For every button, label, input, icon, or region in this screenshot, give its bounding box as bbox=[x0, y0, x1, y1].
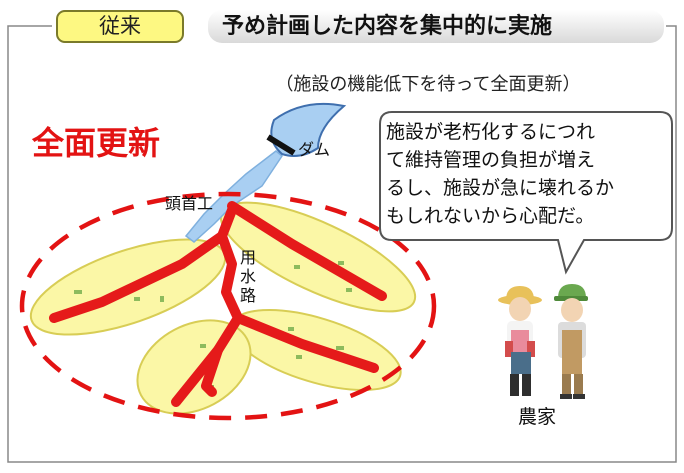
speech-line: もしれないから心配だ。 bbox=[386, 205, 595, 227]
headworks-label: 頭首工 bbox=[165, 194, 214, 213]
speech-line: 施設が老朽化するにつれ bbox=[386, 121, 596, 143]
dam-label: ダム bbox=[298, 140, 331, 159]
header-title: 予め計画した内容を集中的に実施 bbox=[208, 10, 664, 43]
dam-wall bbox=[266, 134, 296, 156]
canal-east bbox=[233, 313, 379, 373]
speech-bubble bbox=[379, 111, 673, 275]
renewal-label: 全面更新 bbox=[32, 124, 161, 162]
farmers-label: 農家 bbox=[518, 406, 557, 428]
conventional-tag: 従来 bbox=[56, 10, 184, 43]
river bbox=[184, 150, 283, 243]
speech-line: て維持管理の負担が増え bbox=[386, 149, 596, 171]
canal-south-branch bbox=[201, 345, 223, 397]
farmer-woman bbox=[498, 286, 542, 396]
canal-northeast bbox=[227, 201, 387, 301]
canal-label: 用 水 路 bbox=[239, 248, 256, 305]
speech-text: 施設が老朽化するにつれ て維持管理の負担が増え るし、施設が急に壊れるか もしれ… bbox=[386, 118, 666, 230]
speech-line: るし、施設が急に壊れるか bbox=[386, 177, 615, 199]
canal-west bbox=[49, 231, 227, 323]
farmer-man bbox=[554, 284, 588, 399]
canal-network bbox=[49, 201, 387, 407]
frame-border bbox=[7, 25, 677, 463]
reservoir bbox=[270, 102, 347, 157]
renewal-area-outline bbox=[19, 191, 437, 421]
subtitle: （施設の機能低下を待って全面更新） bbox=[275, 74, 581, 95]
